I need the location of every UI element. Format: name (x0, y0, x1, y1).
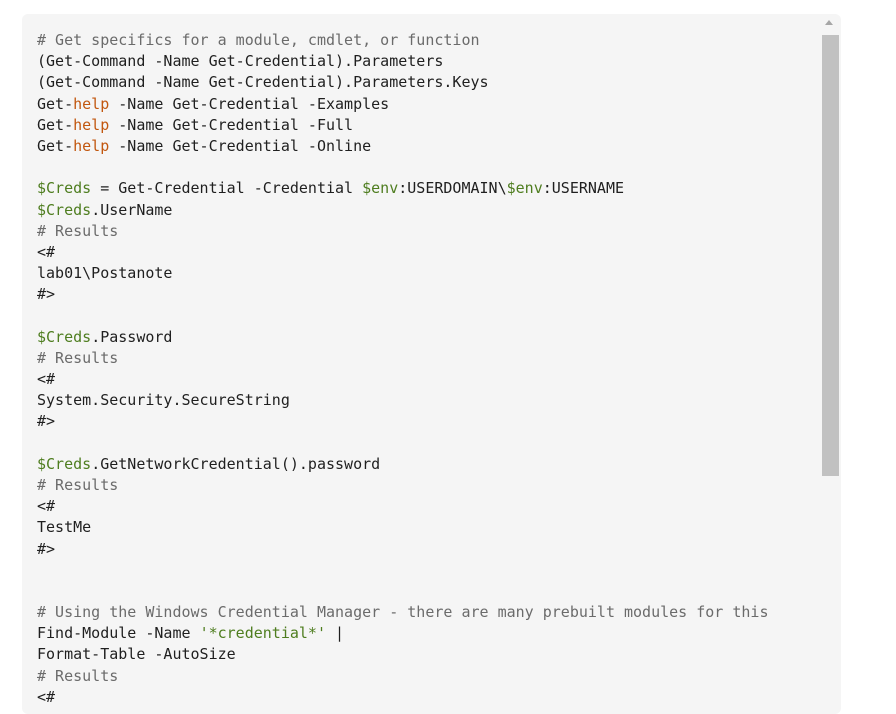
code-line: # Results (37, 348, 817, 369)
code-token: .GetNetworkCredential().password (91, 454, 381, 473)
code-line: $Creds.GetNetworkCredential().password (37, 454, 817, 475)
scroll-up-arrow-icon[interactable] (825, 20, 833, 25)
code-token-comment: # Results (37, 221, 119, 240)
code-line: Format-Table -AutoSize (37, 644, 817, 665)
code-content: # Get specifics for a module, cmdlet, or… (37, 30, 817, 708)
vertical-scrollbar[interactable] (821, 14, 841, 714)
code-token: #> (37, 539, 56, 558)
code-token: -Name Get-Credential -Examples (109, 94, 390, 113)
code-line: $Creds.Password (37, 327, 817, 348)
code-line (37, 305, 817, 326)
code-token-kw: help (73, 136, 110, 155)
code-token: .UserName (91, 200, 173, 219)
code-line: <# (37, 242, 817, 263)
code-token-var: $Creds (37, 200, 92, 219)
code-token: (Get-Command -Name Get-Credential).Param… (37, 73, 489, 92)
code-token: <# (37, 370, 56, 388)
code-token: .Password (91, 327, 173, 346)
scrollbar-thumb[interactable] (822, 35, 839, 476)
code-token: #> (37, 412, 56, 431)
code-token-comment: # Results (37, 666, 119, 685)
code-line: #> (37, 539, 817, 560)
code-line (37, 157, 817, 178)
code-token-str: '*credential*' (199, 624, 326, 643)
code-token-comment: # Get specifics for a module, cmdlet, or… (37, 31, 480, 49)
code-token-comment: # Results (37, 348, 119, 367)
code-token: :USERDOMAIN\ (398, 179, 507, 198)
code-line (37, 560, 817, 581)
code-token-var: $env (362, 179, 399, 198)
code-line: #> (37, 411, 817, 432)
code-token-var: $Creds (37, 454, 92, 473)
code-token: Get- (37, 115, 74, 134)
code-line: TestMe (37, 517, 817, 538)
code-token-kw: help (73, 115, 110, 134)
code-token: (Get-Command -Name Get-Credential).Param… (37, 52, 444, 71)
code-token: <# (37, 687, 56, 706)
code-token-comment: # Using the Windows Credential Manager -… (37, 603, 769, 622)
code-token: -Name Get-Credential -Full (109, 115, 354, 134)
code-token: | (326, 624, 345, 643)
code-token: System.Security.SecureString (37, 391, 290, 410)
code-token-var: $env (506, 179, 543, 198)
code-line: lab01\Postanote (37, 263, 817, 284)
code-token-var: $Creds (37, 179, 92, 198)
code-token: TestMe (37, 518, 92, 537)
code-token: Format-Table -AutoSize (37, 645, 236, 664)
code-line: # Results (37, 221, 817, 242)
code-line: # Results (37, 475, 817, 496)
code-line: Get-help -Name Get-Credential -Full (37, 115, 817, 136)
code-line: <# (37, 687, 817, 708)
code-line: # Results (37, 666, 817, 687)
code-line: <# (37, 496, 817, 517)
code-token: <# (37, 242, 56, 261)
code-line: System.Security.SecureString (37, 390, 817, 411)
code-token: lab01\Postanote (37, 264, 173, 283)
code-token: -Name Get-Credential -Online (109, 136, 372, 155)
code-token: :USERNAME (542, 179, 625, 198)
code-line (37, 581, 817, 602)
code-line: $Creds = Get-Credential -Credential $env… (37, 178, 817, 199)
code-token: <# (37, 497, 56, 516)
code-line: <# (37, 369, 817, 390)
code-token-comment: # Results (37, 475, 119, 494)
code-line: Get-help -Name Get-Credential -Online (37, 136, 817, 157)
code-token: Get- (37, 94, 74, 113)
code-line: #> (37, 284, 817, 305)
code-token: Find-Module -Name (37, 624, 200, 643)
code-line: Get-help -Name Get-Credential -Examples (37, 94, 817, 115)
code-token: Get- (37, 136, 74, 155)
code-line: $Creds.UserName (37, 200, 817, 221)
code-line: (Get-Command -Name Get-Credential).Param… (37, 72, 817, 93)
code-line: Find-Module -Name '*credential*' | (37, 623, 817, 644)
code-line: (Get-Command -Name Get-Credential).Param… (37, 51, 817, 72)
code-line (37, 433, 817, 454)
code-token-kw: help (73, 94, 110, 113)
code-line: # Get specifics for a module, cmdlet, or… (37, 30, 817, 51)
code-token: = Get-Credential -Credential (91, 179, 363, 198)
code-token: #> (37, 285, 56, 304)
code-block: # Get specifics for a module, cmdlet, or… (22, 14, 841, 714)
code-token-var: $Creds (37, 327, 92, 346)
code-line: # Using the Windows Credential Manager -… (37, 602, 817, 623)
